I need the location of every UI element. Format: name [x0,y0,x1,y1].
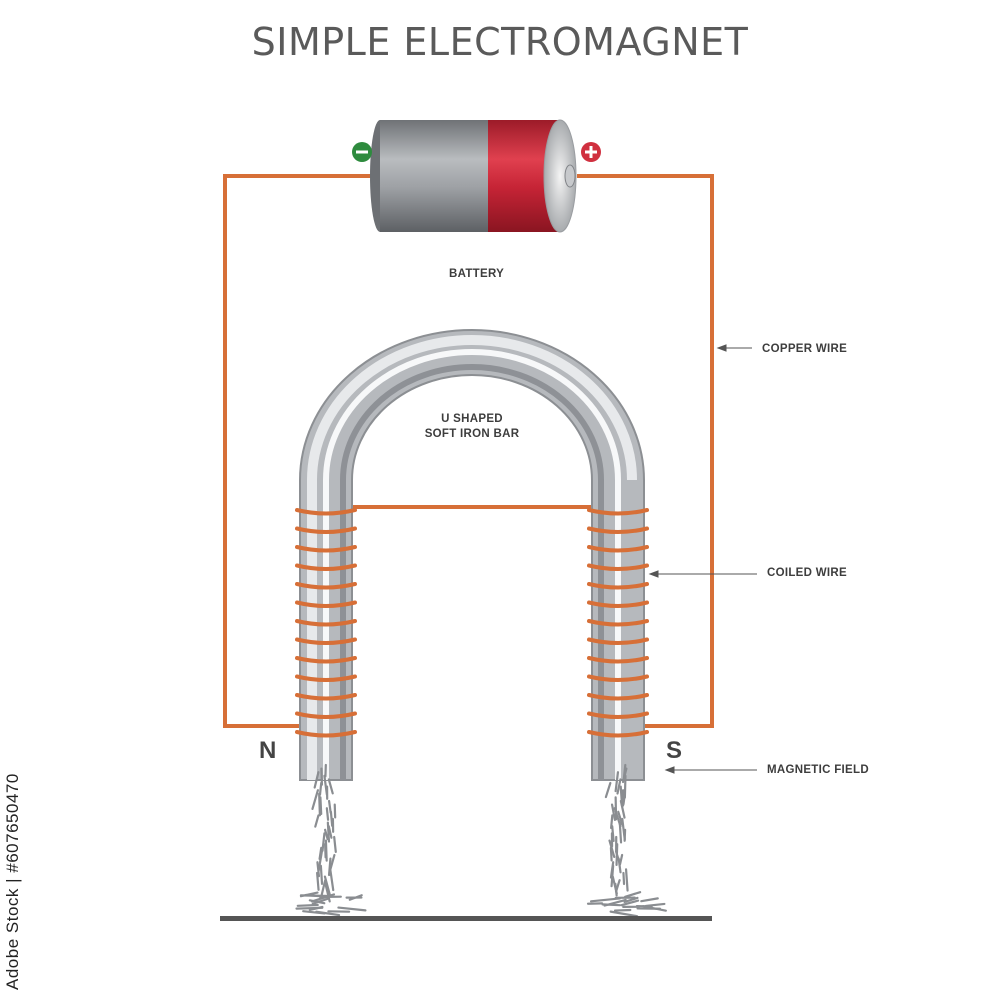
iron-filing [337,906,367,912]
iron-filing [319,864,324,885]
iron-filing [316,861,321,878]
iron-filing [333,835,337,854]
coil-winding [295,526,357,534]
coil-winding [295,693,357,701]
iron-filing [619,799,626,819]
copper-wire-label: COPPER WIRE [762,343,848,355]
coil-winding [295,582,357,590]
coil-winding [295,656,357,664]
stock-id-text: Adobe Stock | #607650470 [3,773,22,990]
iron-filing [622,792,626,806]
iron-filing [320,879,327,897]
iron-filing [604,781,612,799]
iron-filing [617,857,622,874]
iron-filing [623,896,639,904]
iron-filing [295,906,324,910]
iron-filing [614,771,620,793]
iron-filing [317,850,323,872]
iron-filing [618,821,623,844]
iron-filing [329,868,335,892]
iron-filing [617,810,624,826]
label-arrows [648,344,757,774]
coil-winding [587,563,649,571]
coiled-wire-label: COILED WIRE [767,567,847,579]
copper-wire-circuit [223,174,714,728]
iron-filing [319,796,323,816]
iron-filing [321,832,326,852]
iron-filing [601,903,622,907]
iron-filings-right [586,763,667,918]
coil-winding [295,563,357,571]
coil-winding [295,619,357,627]
iron-filing [311,897,329,905]
iron-filing [324,828,329,841]
iron-filing [299,891,319,898]
iron-filing [314,814,320,828]
negative-terminal-icon [352,142,372,162]
iron-filing [613,908,632,912]
left-coil [295,508,357,738]
iron-filing [313,771,320,789]
iron-filing [614,882,618,897]
coil-winding [587,711,649,719]
coil-winding [587,730,649,738]
iron-filing [325,807,330,821]
battery [370,119,577,233]
positive-terminal-icon [581,142,601,162]
magnetic-field-label: MAGNETIC FIELD [767,764,869,776]
iron-bar-label-line2: SOFT IRON BAR [424,428,520,440]
north-pole-label: N [259,737,277,764]
iron-filing [320,767,324,786]
coil-winding [295,711,357,719]
iron-filing [327,825,333,839]
iron-bar-label-line1: U SHAPED [441,413,503,425]
right-coil [587,508,649,738]
iron-filing [609,910,639,918]
coil-winding [587,637,649,645]
south-pole-label: S [666,737,683,764]
coil-winding [295,600,357,608]
coil-winding [587,508,649,516]
battery-label: BATTERY [449,268,505,280]
coil-winding [295,637,357,645]
iron-filing [318,792,321,817]
iron-filing [609,846,613,862]
coil-winding [587,674,649,682]
coil-winding [587,693,649,701]
coil-winding [587,619,649,627]
iron-filing [324,882,331,903]
iron-filing [327,857,332,877]
iron-filing [616,778,622,795]
coil-winding [295,730,357,738]
iron-filing [640,897,659,903]
coil-winding [587,545,649,553]
iron-filing [316,871,320,891]
iron-filing [327,799,332,814]
iron-filings-left [295,763,367,917]
coil-winding [587,656,649,664]
iron-filing [318,781,323,796]
coil-winding [295,674,357,682]
coil-winding [295,508,357,516]
iron-filing [296,903,319,907]
coil-winding [295,545,357,553]
iron-filing [622,871,626,886]
iron-filing [311,789,320,811]
iron-filing [310,893,336,903]
coil-winding [587,526,649,534]
ground-line [220,916,712,921]
iron-filing [302,910,326,915]
iron-filing [624,868,629,892]
coil-winding [587,600,649,608]
iron-bar-label: U SHAPED SOFT IRON BAR [402,412,542,442]
iron-filing [610,803,617,821]
iron-filing [589,897,621,903]
coil-winding [587,582,649,590]
iron-filing [327,778,334,795]
iron-filing [624,891,642,898]
page-title: SIMPLE ELECTROMAGNET [251,20,749,64]
iron-filing [620,899,640,907]
